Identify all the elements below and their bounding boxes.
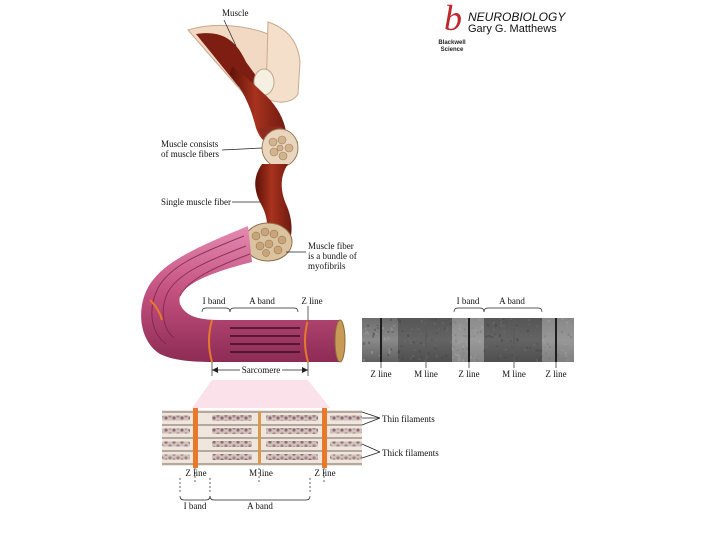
label-single-fiber: Single muscle fiber [161, 197, 231, 207]
label-myofibrils-3: myofibrils [308, 261, 346, 271]
z-line-mark-left [208, 319, 213, 363]
micrograph-brackets [380, 307, 557, 368]
book-title: NEUROBIOLOGY [468, 10, 566, 24]
publisher-branding: b Blackwell Science NEUROBIOLOGY Gary G.… [428, 0, 598, 62]
publisher-line-2: Science [440, 46, 464, 53]
filament-label-a-band: A band [247, 501, 273, 511]
blackwell-logo-icon: b [444, 0, 462, 38]
thick-filament [330, 415, 362, 421]
thick-filament [266, 441, 318, 447]
publisher-name: Blackwell Science [432, 40, 472, 54]
thick-filament [266, 454, 318, 460]
z-disk-right [322, 408, 327, 468]
micrograph-bottom-label: M line [414, 369, 438, 379]
micrograph-bottom-label: Z line [370, 369, 391, 379]
micrograph-bottom-label: Z line [545, 369, 566, 379]
thick-filament [330, 441, 362, 447]
arm-illustration [187, 21, 301, 103]
myofibril-bundle [141, 226, 346, 363]
thick-filament [330, 454, 362, 460]
micrograph-bottom-label: M line [502, 369, 526, 379]
thick-filament [162, 441, 190, 447]
label-i-band: I band [203, 296, 226, 306]
label-myofibrils-1: Muscle fiber [308, 241, 354, 251]
thick-filament [266, 428, 318, 434]
publisher-line-1: Blackwell [438, 40, 466, 46]
micrograph-label-a-band: A band [499, 296, 525, 306]
thick-filament [212, 454, 252, 460]
muscle-belly [230, 66, 299, 168]
z-disk-left [193, 408, 198, 468]
thick-filament [212, 441, 252, 447]
zoom-indicator [192, 380, 330, 408]
label-z-line: Z line [301, 296, 322, 306]
single-muscle-fiber [243, 164, 293, 262]
micrograph-bottom-label: Z line [458, 369, 479, 379]
filament-label-z-line-right: Z line [314, 468, 335, 478]
filament-label-z-line-left: Z line [185, 468, 206, 478]
thick-filament [212, 415, 252, 421]
filament-diagram [162, 408, 362, 468]
label-fibers-1: Muscle consists [161, 139, 219, 149]
thick-filament [330, 428, 362, 434]
label-muscle: Muscle [222, 8, 249, 18]
label-thick-filaments: Thick filaments [382, 448, 439, 458]
label-myofibrils-2: is a bundle of [308, 251, 357, 261]
thick-filament [266, 415, 318, 421]
filament-leaders [179, 411, 381, 501]
label-sarcomere: Sarcomere [242, 365, 280, 375]
thick-filament [212, 428, 252, 434]
m-line-mark [258, 412, 261, 464]
label-fibers-2: of muscle fibers [161, 149, 219, 159]
filament-label-i-band: I band [184, 501, 207, 511]
label-a-band: A band [249, 296, 275, 306]
micrograph-label-i-band: I band [457, 296, 480, 306]
leader-lines [221, 19, 306, 253]
book-author: Gary G. Matthews [468, 23, 557, 35]
filament-label-m-line: M line [249, 468, 273, 478]
thick-filament [162, 428, 190, 434]
electron-micrograph [362, 318, 574, 362]
thick-filament [162, 415, 190, 421]
thick-filament [162, 454, 190, 460]
z-line-mark-right [304, 319, 309, 363]
label-thin-filaments: Thin filaments [382, 414, 435, 424]
